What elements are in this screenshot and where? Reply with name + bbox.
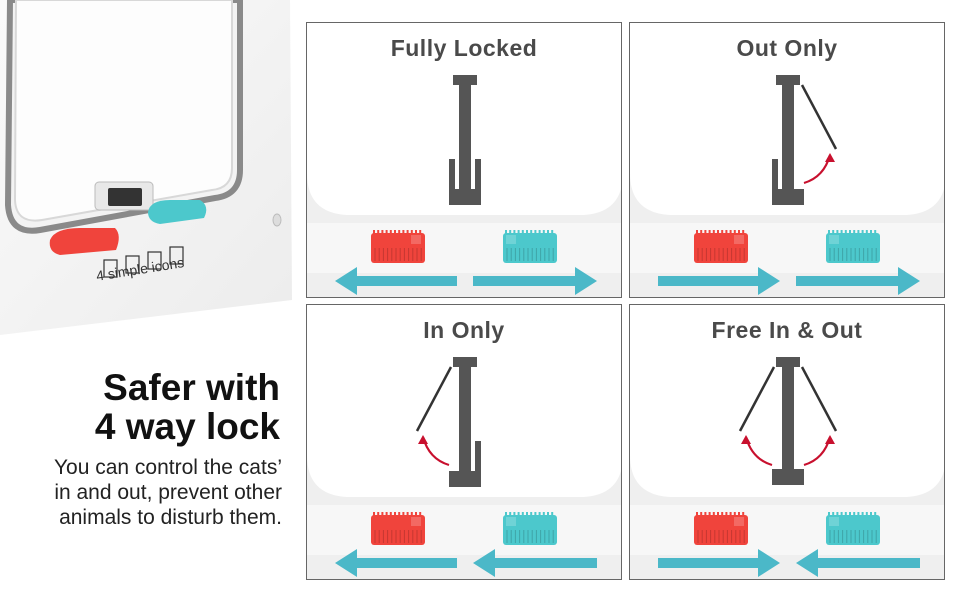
headline-line-2: 4 way lock: [94, 406, 280, 447]
cat-flap-frame-illustration: [0, 0, 292, 335]
screw-hole: [272, 213, 282, 227]
panel-title: Free In & Out: [711, 317, 863, 343]
headline: Safer with 4 way lock: [95, 368, 280, 446]
flap-open-outward: [800, 84, 838, 150]
flap-open-inward: [415, 366, 453, 432]
slider-track: [307, 223, 621, 273]
red-slider-direction-arrow: [335, 549, 457, 577]
description-line-3: animals to disturb them.: [59, 506, 282, 529]
teal-slider-direction-arrow: [796, 267, 920, 295]
panel-fully-locked: Fully Locked: [306, 22, 622, 298]
red-slider-direction-arrow: [658, 549, 780, 577]
description-line-2: in and out, prevent other: [54, 481, 282, 504]
cat-flap-product-image: 4 simple icons: [0, 0, 300, 335]
mode-icon-free: [169, 246, 184, 265]
red-slider-direction-arrow: [335, 267, 457, 295]
red-slider: [694, 512, 748, 545]
flap-top-cap: [776, 357, 800, 367]
teal-slider: [826, 512, 880, 545]
red-slider: [371, 512, 425, 545]
swing-arrow-in-head: [418, 435, 428, 444]
lock-diagram: [630, 23, 944, 297]
slider-track: [630, 505, 944, 555]
red-slider-direction-arrow: [658, 267, 780, 295]
flap-top-cap: [776, 75, 800, 85]
headline-line-1: Safer with: [103, 367, 280, 408]
lock-catch: [449, 159, 481, 205]
description: You can control the cats’ in and out, pr…: [54, 455, 282, 530]
swing-arrow-out-head: [825, 435, 835, 444]
teal-slider-direction-arrow: [473, 549, 597, 577]
mode-icon-locked: [103, 259, 118, 278]
flap-open-outward: [800, 366, 838, 432]
lock-catch: [449, 441, 481, 487]
flap-opening: [13, 0, 233, 222]
flap-bar: [782, 83, 794, 191]
swing-arrow-out-head: [825, 153, 835, 162]
flap-bar: [459, 83, 471, 191]
lock-catch: [772, 159, 804, 205]
slider-track: [630, 223, 944, 273]
teal-lock-slider: [148, 200, 207, 224]
flap-bar: [782, 365, 794, 473]
panel-out-only: Out Only: [629, 22, 945, 298]
mode-icon-out: [147, 251, 162, 270]
panel-in-only: In Only: [306, 304, 622, 580]
lock-diagram: [630, 305, 944, 579]
magnet-block: [108, 188, 142, 206]
lock-diagram: [307, 305, 621, 579]
flap-top-cap: [453, 357, 477, 367]
teal-slider: [503, 512, 557, 545]
red-slider: [694, 230, 748, 263]
mode-icon-in: [125, 255, 140, 274]
red-slider: [371, 230, 425, 263]
teal-slider-direction-arrow: [473, 267, 597, 295]
panel-title: Out Only: [736, 35, 838, 61]
red-lock-slider: [49, 228, 119, 255]
description-line-1: You can control the cats’: [53, 456, 282, 479]
teal-slider-direction-arrow: [796, 549, 920, 577]
lock-catch: [772, 469, 804, 485]
flap-open-inward: [738, 366, 776, 432]
flap-top-cap: [453, 75, 477, 85]
panel-free-in-out: Free In & Out: [629, 304, 945, 580]
lock-diagram: [307, 23, 621, 297]
slider-track: [307, 505, 621, 555]
panel-title: In Only: [423, 317, 505, 343]
swing-arrow-in-head: [741, 435, 751, 444]
flap-bar: [459, 365, 471, 473]
teal-slider: [503, 230, 557, 263]
panel-title: Fully Locked: [390, 35, 538, 61]
teal-slider: [826, 230, 880, 263]
